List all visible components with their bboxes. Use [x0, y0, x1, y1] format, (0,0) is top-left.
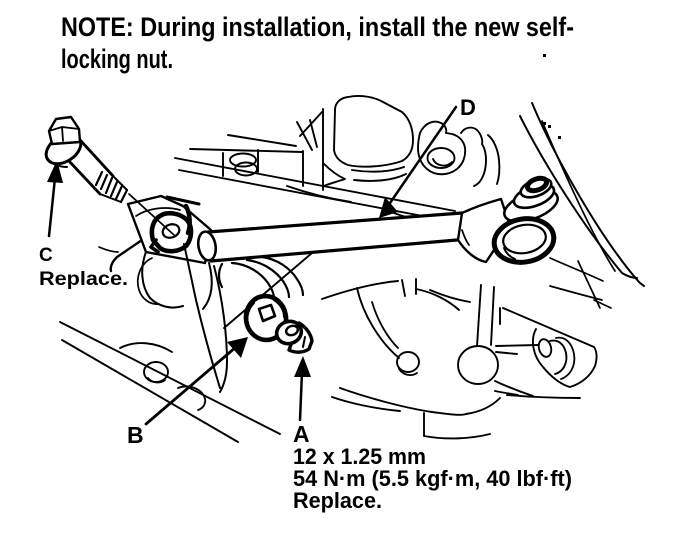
- svg-text:12 x 1.25 mm: 12 x 1.25 mm: [293, 444, 426, 469]
- svg-text:D: D: [460, 95, 476, 120]
- svg-text:locking nut.: locking nut.: [61, 44, 173, 74]
- svg-text:NOTE: During installation, ins: NOTE: During installation, install the n…: [61, 12, 574, 42]
- svg-text:Replace.: Replace.: [293, 488, 382, 513]
- svg-text:54 N·m (5.5 kgf·m, 40 lbf·ft): 54 N·m (5.5 kgf·m, 40 lbf·ft): [293, 466, 572, 491]
- svg-text:A: A: [293, 421, 310, 447]
- svg-text:B: B: [127, 422, 144, 448]
- svg-text:C: C: [39, 245, 53, 266]
- svg-text:Replace.: Replace.: [39, 269, 128, 290]
